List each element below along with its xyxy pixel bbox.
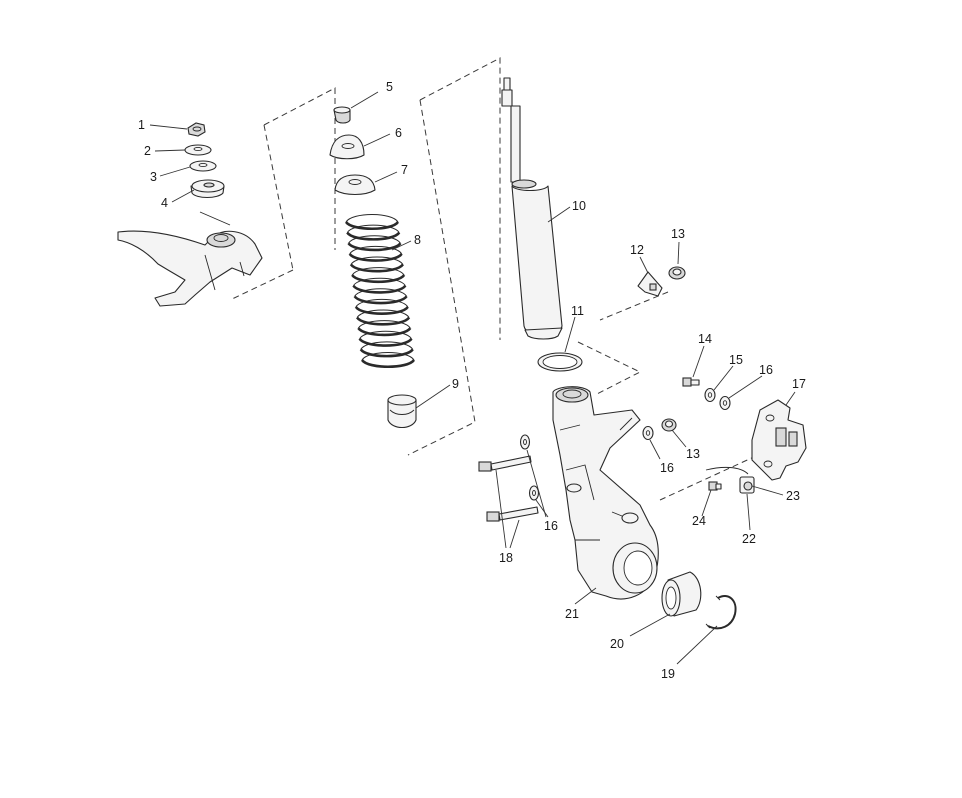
item-14-bolt (682, 377, 700, 387)
spring-coil-back (352, 277, 406, 287)
item-16-washer-mid (642, 425, 654, 441)
spring-coil-back (350, 256, 404, 265)
item-1-nut (187, 122, 206, 137)
upper-mount-bracket (117, 211, 263, 307)
callout-9: 9 (452, 377, 459, 391)
spring-coil-front (358, 337, 413, 347)
callout-7: 7 (401, 163, 408, 177)
leader-lines (149, 91, 796, 665)
callout-20: 20 (610, 637, 624, 651)
spring-coil-back (345, 214, 399, 223)
item-16-washer-upper (719, 395, 731, 411)
spring-coil-front (359, 348, 414, 358)
callout-2: 2 (144, 144, 151, 158)
spring-coil-front (354, 305, 409, 315)
callout-23: 23 (786, 489, 800, 503)
spring-coil-front (344, 221, 400, 231)
spring-coil-back (360, 341, 414, 350)
item-23-bolt (743, 481, 753, 491)
spring-coil-back (349, 245, 403, 255)
item-9-bump-stop (387, 394, 417, 429)
item-16-washer-left-a (519, 434, 531, 450)
item-24-bolt (708, 481, 722, 491)
assembly-lines (229, 57, 781, 501)
spring-coil-back (354, 288, 408, 297)
item-3-washer (189, 160, 217, 172)
item-7-spring-seat (334, 174, 376, 196)
spring-coil-front (346, 231, 401, 241)
item-19-circlip (705, 595, 737, 630)
callout-10: 10 (572, 199, 586, 213)
callout-1: 1 (138, 118, 145, 132)
spring-coil-back (351, 267, 405, 276)
item-6-upper-cup (329, 134, 365, 160)
callout-5: 5 (386, 80, 393, 94)
spring-coil-front (351, 274, 406, 284)
item-13-nut-lower (661, 418, 677, 432)
item-13-nut-upper (668, 266, 686, 280)
spring-coil-front (355, 316, 411, 326)
callout-16-mid: 16 (660, 461, 674, 475)
item-16-washer-left-b (528, 485, 540, 501)
callout-labels: 1 2 3 4 5 6 7 8 9 10 11 12 13 13 14 15 1… (138, 80, 806, 681)
callout-13-lower: 13 (686, 447, 700, 461)
item-11-seal-ring (537, 352, 583, 372)
callout-6: 6 (395, 126, 402, 140)
callout-21: 21 (565, 607, 579, 621)
spring-coil-front (347, 242, 402, 252)
callout-24: 24 (692, 514, 706, 528)
item-18-bolts (478, 455, 539, 522)
callout-12: 12 (630, 243, 644, 257)
item-2-washer (184, 144, 212, 156)
spring-coil-back (348, 235, 401, 244)
item-21-steering-knuckle (552, 386, 659, 600)
spring-coil-back (357, 320, 411, 329)
spring-coil-back (355, 298, 409, 308)
spring-coil-front (352, 284, 407, 294)
item-20-wheel-bearing (661, 571, 702, 617)
spring-coil-back (346, 224, 400, 233)
callout-17: 17 (792, 377, 806, 391)
spring-coil-front (353, 295, 408, 305)
item-12-clip (637, 271, 663, 297)
callout-8: 8 (414, 233, 421, 247)
spring-coil-front (357, 327, 412, 337)
item-5-nut (333, 106, 351, 124)
callout-11: 11 (571, 304, 584, 318)
spring-coil-front (360, 359, 416, 369)
spring-coil-back (359, 330, 412, 340)
callout-4: 4 (161, 196, 168, 210)
item-15-washer (704, 387, 716, 403)
callout-16-left: 16 (544, 519, 558, 533)
callout-13-upper: 13 (671, 227, 685, 241)
callout-18: 18 (499, 551, 513, 565)
callout-19: 19 (661, 667, 675, 681)
callout-14: 14 (698, 332, 712, 346)
item-8-coil-spring (344, 214, 416, 369)
callout-3: 3 (150, 170, 157, 184)
callout-16-upper: 16 (759, 363, 773, 377)
spring-coil-front (349, 263, 405, 273)
spring-coil-back (356, 309, 410, 318)
spring-coil-front (348, 252, 403, 262)
callout-15: 15 (729, 353, 743, 367)
callout-22: 22 (742, 532, 756, 546)
item-17-brake-caliper (751, 399, 807, 481)
spring-coil-back (361, 352, 415, 361)
item-4-bushing (190, 179, 225, 199)
item-10-shock-absorber (501, 77, 563, 340)
